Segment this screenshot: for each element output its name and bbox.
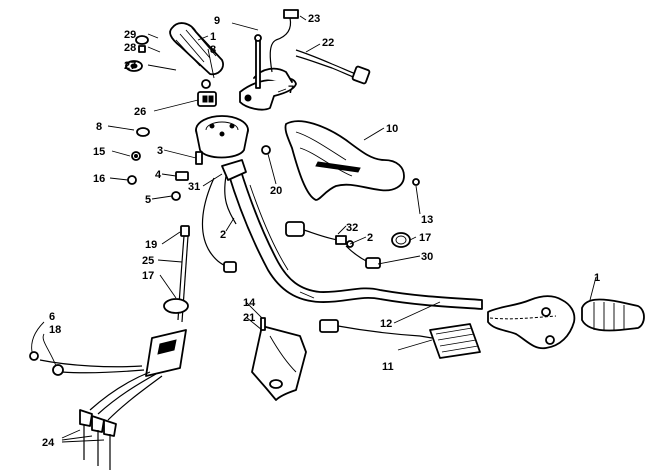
callout-5: 5 (145, 194, 151, 206)
callout-3: 3 (157, 145, 163, 157)
callout-29: 29 (124, 29, 136, 41)
callout-8-top: 8 (210, 44, 216, 56)
callout-17-right: 17 (419, 232, 431, 244)
callout-2-switch: 2 (367, 232, 373, 244)
callout-11: 11 (382, 361, 394, 373)
callouts: 29 28 27 1 8 9 23 22 7 26 8 15 16 3 4 5 … (42, 13, 600, 449)
callout-7: 7 (288, 84, 294, 96)
callout-21: 21 (243, 312, 255, 324)
callout-4: 4 (155, 169, 162, 181)
switch (269, 9, 299, 73)
throttle-block (197, 91, 217, 107)
right-grip (581, 298, 645, 332)
callout-12: 12 (380, 318, 392, 330)
wire-harness-22 (295, 49, 371, 85)
callout-28: 28 (124, 42, 136, 54)
callout-24: 24 (42, 437, 55, 449)
callout-16: 16 (93, 173, 105, 185)
callout-20: 20 (270, 185, 282, 197)
callout-18: 18 (49, 324, 61, 336)
hand-guard (284, 120, 405, 201)
leader-lines (31, 15, 597, 443)
steering-post (195, 115, 249, 159)
callout-17-left: 17 (142, 270, 154, 282)
callout-31: 31 (188, 181, 200, 193)
bracket-31 (221, 159, 247, 181)
callout-19: 19 (145, 239, 157, 251)
callout-10: 10 (386, 123, 398, 135)
mount-plate-14 (251, 317, 307, 401)
callout-27: 27 (124, 60, 136, 72)
callout-32: 32 (346, 222, 358, 234)
callout-30: 30 (421, 251, 433, 263)
callout-1-left-grip: 1 (210, 31, 216, 43)
callout-2-cable: 2 (220, 229, 226, 241)
ring-17 (391, 232, 411, 248)
callout-25: 25 (142, 255, 154, 267)
callout-26: 26 (134, 106, 146, 118)
callout-13: 13 (421, 214, 433, 226)
left-grip (169, 22, 224, 76)
callout-9: 9 (214, 15, 220, 27)
callout-14: 14 (243, 297, 256, 309)
callout-1-right-grip: 1 (594, 272, 600, 284)
brake-housing (239, 67, 297, 111)
cable-2 (201, 175, 237, 273)
cable-assembly (29, 225, 190, 470)
callout-8-left: 8 (96, 121, 102, 133)
handlebar (227, 167, 483, 310)
heater-element (319, 319, 481, 359)
callout-15: 15 (93, 146, 105, 158)
callout-22: 22 (322, 37, 334, 49)
switch-32 (285, 221, 381, 269)
callout-23: 23 (308, 13, 320, 25)
right-control (487, 295, 576, 350)
callout-6: 6 (49, 311, 55, 323)
